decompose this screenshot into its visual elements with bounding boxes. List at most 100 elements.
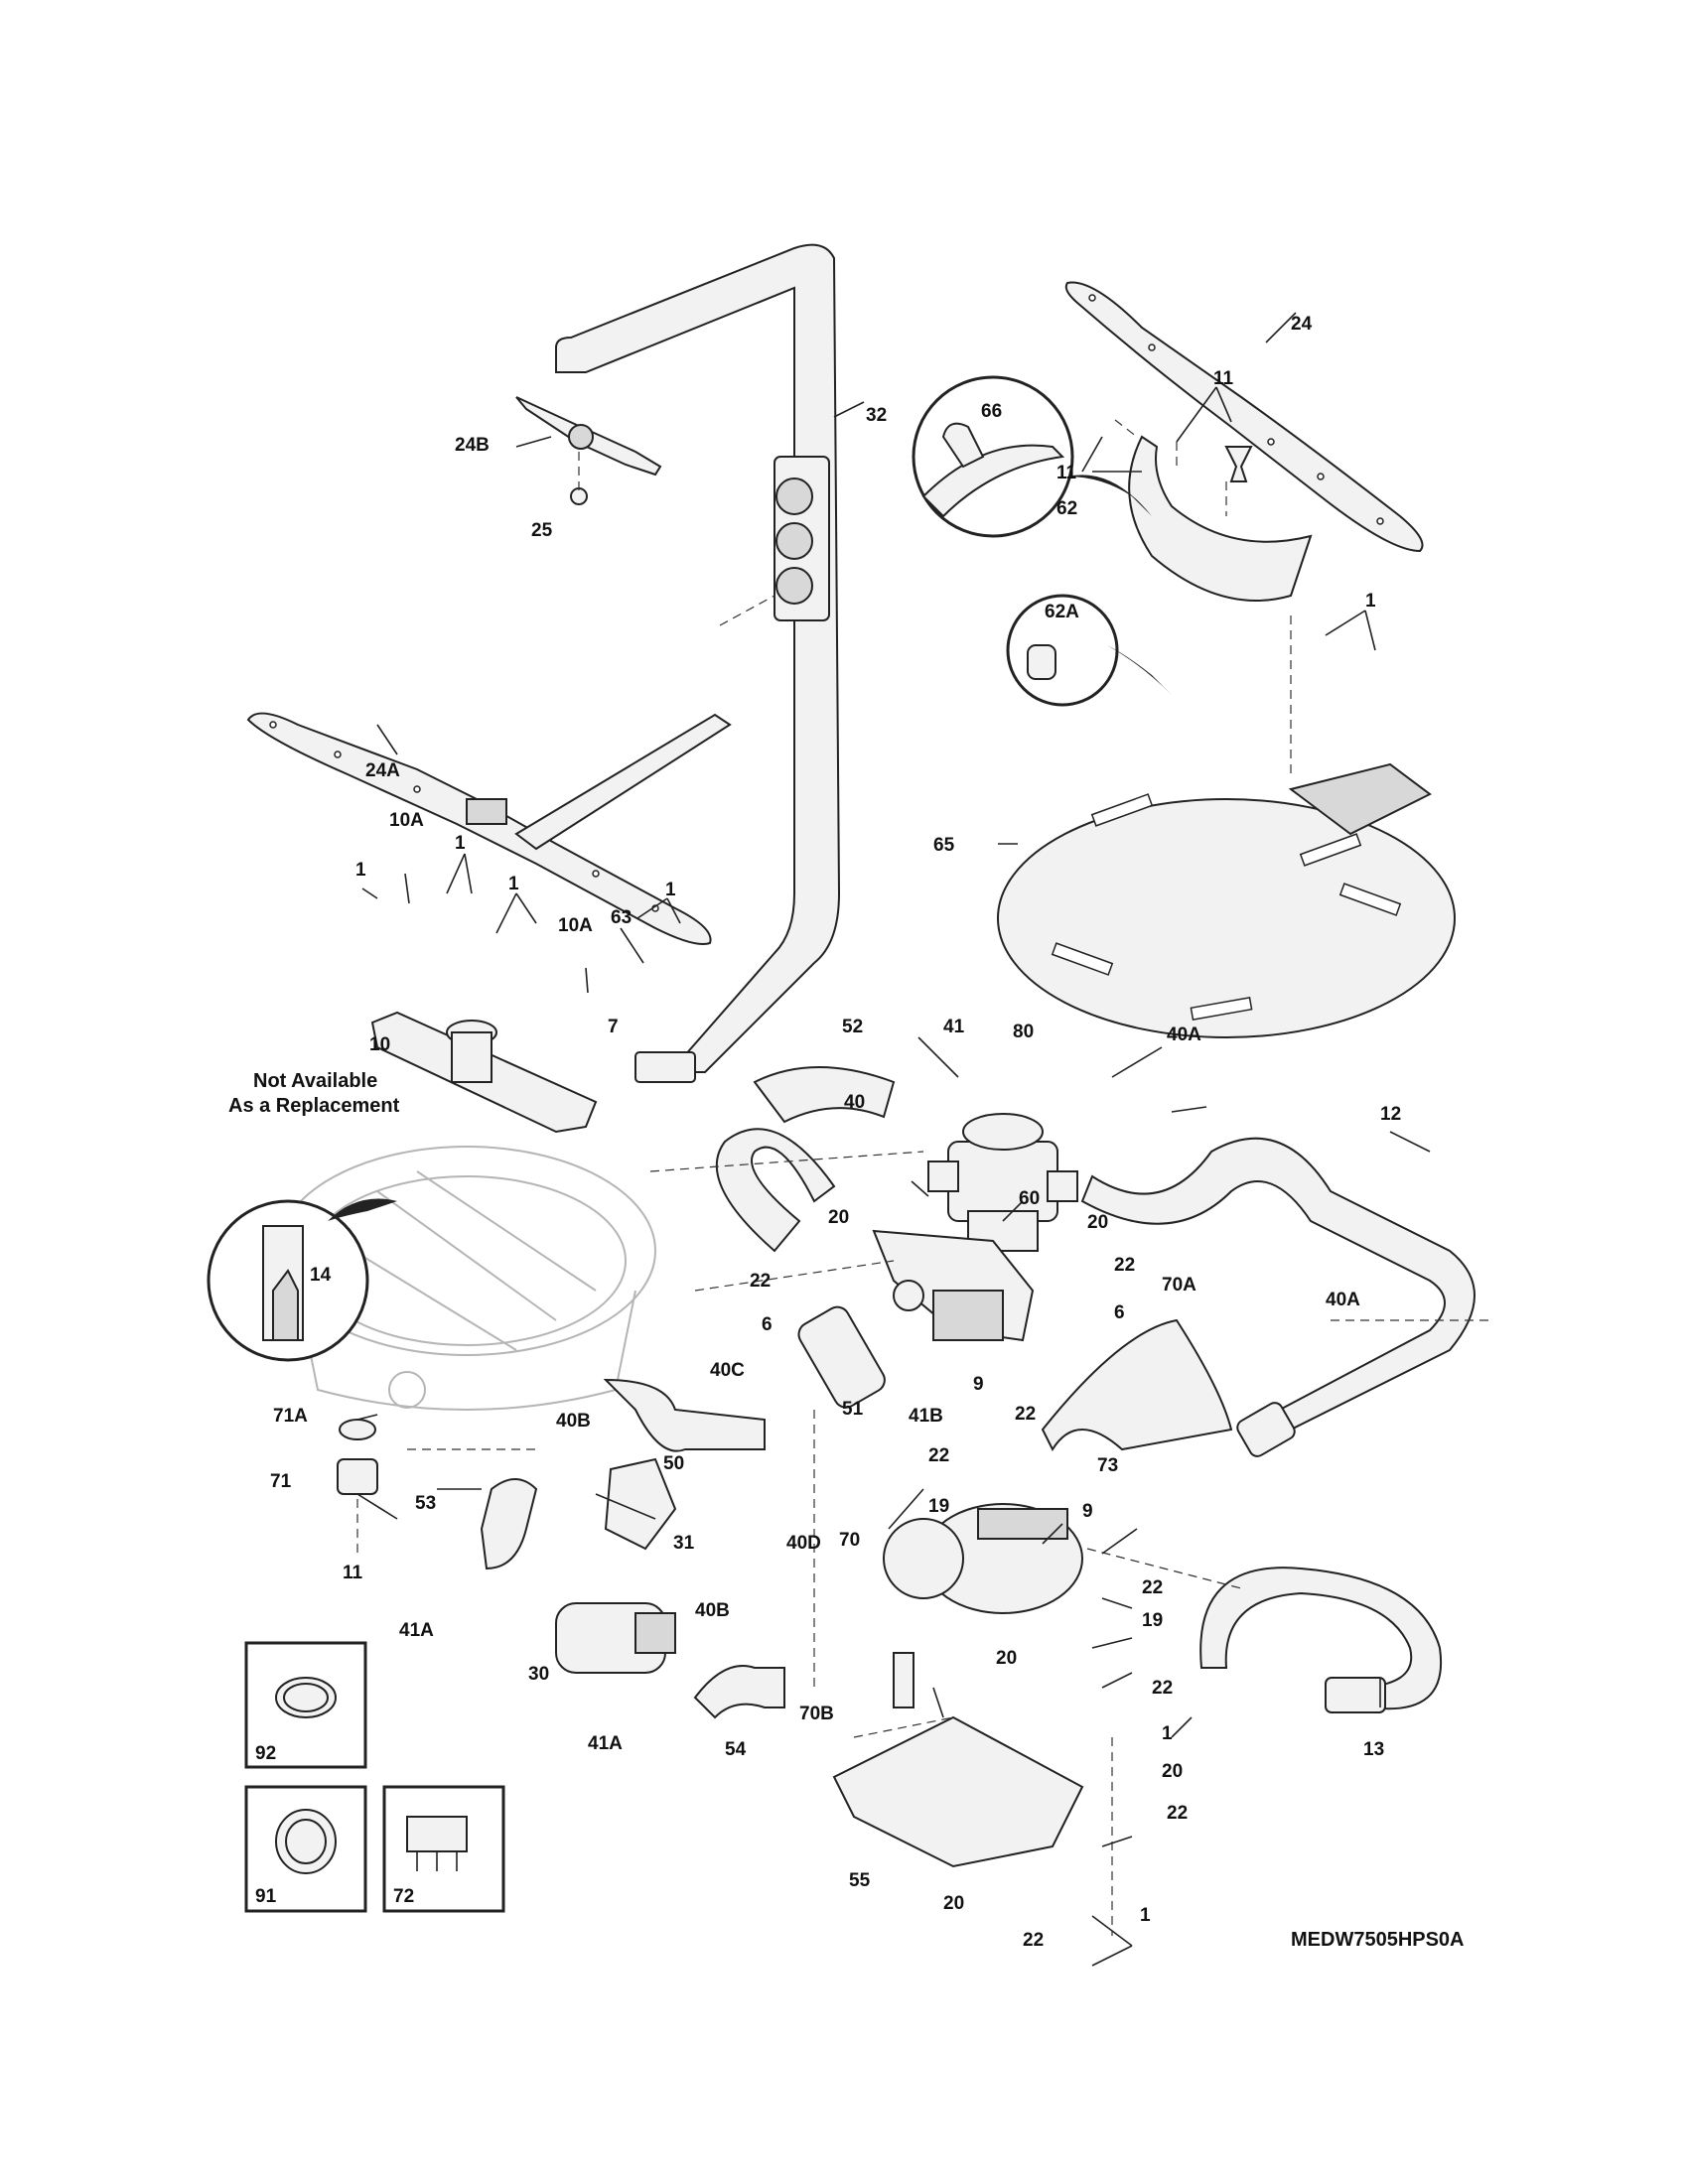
label-41b: 41B (909, 1406, 943, 1427)
label-71: 71 (270, 1471, 292, 1492)
water-tube-32 (555, 243, 841, 1083)
label-62: 62 (1056, 498, 1077, 519)
spray-arm-24a (246, 712, 732, 945)
label-10: 10 (369, 1034, 390, 1055)
hose-54 (693, 1665, 785, 1719)
label-24b: 24B (455, 435, 490, 456)
label-70a: 70A (1162, 1275, 1196, 1296)
label-22-g: 22 (1167, 1803, 1188, 1824)
bracket-31 (604, 1457, 677, 1551)
label-30: 30 (528, 1664, 549, 1685)
label-41: 41 (943, 1017, 965, 1037)
label-22-a: 22 (750, 1271, 771, 1292)
box-92 (244, 1641, 367, 1769)
box-72 (382, 1785, 505, 1913)
label-20-e: 20 (943, 1893, 964, 1914)
hose-52 (715, 1066, 896, 1253)
assembly-lines (356, 419, 1489, 1936)
label-19-a: 19 (928, 1496, 949, 1517)
label-50: 50 (663, 1453, 684, 1474)
label-40b-2: 40B (695, 1600, 730, 1621)
label-20-a: 20 (828, 1207, 849, 1228)
label-25: 25 (531, 520, 553, 541)
label-14: 14 (310, 1265, 332, 1286)
base-55 (832, 1715, 1084, 1868)
label-52: 52 (842, 1017, 863, 1037)
label-11-a: 11 (1056, 463, 1077, 483)
label-1-d: 1 (508, 874, 519, 894)
label-92: 92 (255, 1743, 276, 1764)
label-6-a: 6 (762, 1314, 773, 1335)
label-31: 31 (673, 1533, 695, 1554)
box-91 (244, 1785, 367, 1913)
label-53: 53 (415, 1493, 436, 1514)
label-40a-1: 40A (1167, 1024, 1201, 1045)
label-12: 12 (1380, 1104, 1401, 1125)
label-40a-2: 40A (1326, 1290, 1360, 1310)
part-labels: 24 24B 25 66 11 11 62 62A 1 32 24A 65 10… (228, 314, 1465, 1951)
label-91: 91 (255, 1886, 277, 1907)
motor-70 (883, 1503, 1083, 1708)
label-32: 32 (866, 405, 887, 426)
hood-70a (1041, 1318, 1233, 1452)
label-65: 65 (933, 835, 955, 856)
valve-80 (927, 1113, 1078, 1252)
label-22-h: 22 (1023, 1930, 1044, 1951)
label-22-e: 22 (1142, 1577, 1163, 1598)
label-41a-1: 41A (399, 1620, 434, 1641)
label-40b-1: 40B (556, 1411, 591, 1432)
tub-ghost (277, 1146, 656, 1411)
label-9-b: 9 (1082, 1501, 1093, 1522)
label-71a: 71A (273, 1406, 308, 1427)
label-22-c: 22 (1015, 1404, 1036, 1425)
label-62a: 62A (1045, 602, 1079, 622)
label-1-b: 1 (455, 833, 466, 854)
label-40c: 40C (710, 1360, 745, 1381)
filter-62 (1128, 435, 1313, 602)
label-1-e: 1 (665, 880, 676, 900)
model-code: MEDW7505HPS0A (1291, 1929, 1465, 1951)
bracket-10 (370, 1011, 598, 1134)
callout-66 (912, 375, 1152, 538)
label-9-a: 9 (973, 1374, 984, 1395)
sump-plate-65 (997, 762, 1456, 1038)
label-70: 70 (839, 1530, 860, 1551)
label-11-c: 11 (343, 1563, 363, 1583)
label-7: 7 (608, 1017, 619, 1037)
label-11-b: 11 (1213, 368, 1234, 389)
hose-50 (603, 1378, 766, 1452)
spray-arm-24b (515, 396, 662, 505)
label-63: 63 (611, 907, 632, 928)
label-24: 24 (1291, 314, 1313, 335)
label-22-f: 22 (1152, 1678, 1173, 1699)
label-70b: 70B (799, 1704, 834, 1724)
label-51: 51 (842, 1399, 864, 1420)
fitting-71 (337, 1419, 378, 1495)
label-10a-1: 10A (389, 810, 424, 831)
hose-12 (1080, 1137, 1476, 1457)
label-72: 72 (393, 1886, 414, 1907)
callout-62a (1006, 594, 1172, 707)
drain-hose-13 (1199, 1567, 1443, 1713)
label-20-c: 20 (996, 1648, 1017, 1669)
label-41a-2: 41A (588, 1733, 623, 1754)
pump-60 (872, 1229, 1035, 1342)
label-20-d: 20 (1162, 1761, 1183, 1782)
label-13: 13 (1363, 1739, 1384, 1760)
label-40d: 40D (786, 1533, 821, 1554)
label-60: 60 (1019, 1188, 1040, 1209)
label-22-d: 22 (928, 1445, 949, 1466)
label-1-c: 1 (355, 860, 366, 881)
label-55: 55 (849, 1870, 871, 1891)
spray-arm-24 (1064, 281, 1424, 553)
hose-51 (797, 1305, 886, 1409)
label-20-b: 20 (1087, 1212, 1108, 1233)
label-54: 54 (725, 1739, 747, 1760)
label-24a: 24A (365, 760, 400, 781)
label-10a-2: 10A (558, 915, 593, 936)
label-73: 73 (1097, 1455, 1118, 1476)
label-22-b: 22 (1114, 1255, 1135, 1276)
label-80: 80 (1013, 1022, 1034, 1042)
hose-53 (480, 1478, 538, 1570)
not-available-line2: As a Replacement (228, 1095, 400, 1117)
